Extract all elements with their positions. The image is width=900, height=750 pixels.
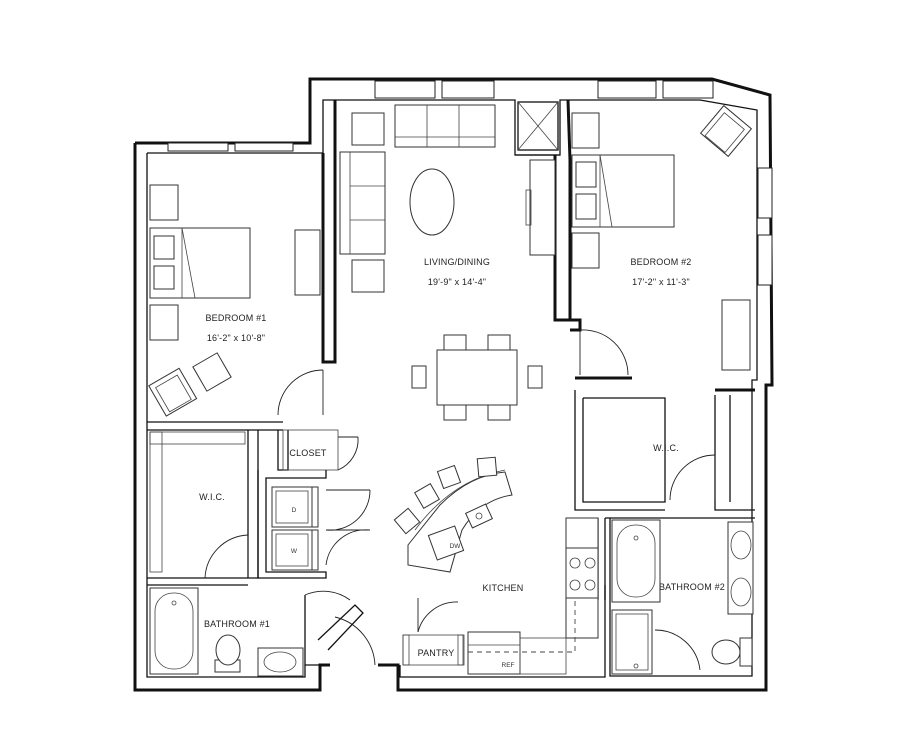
dryer-label: D: [292, 507, 297, 514]
bar-stools: [393, 456, 498, 535]
doors: [204, 329, 716, 671]
chase-box: [517, 101, 559, 151]
bedroom2-furniture: [571, 104, 753, 371]
windows: [167, 80, 773, 286]
kitchen-fixtures: DW REF: [393, 456, 599, 675]
living-room-dims: 19'-9" x 14'-4": [428, 277, 486, 287]
bedroom1-dims: 16'-2" x 10'-8": [207, 333, 265, 343]
bedroom2-dims: 17'-2" x 11'-3": [632, 277, 690, 287]
exterior-walls: [133, 77, 774, 692]
bathroom1-fixtures: [149, 587, 304, 677]
closet-name: CLOSET: [289, 448, 327, 458]
kitchen-name: KITCHEN: [483, 583, 524, 593]
bathroom2-fixtures: [611, 519, 754, 675]
bedroom1-name: BEDROOM #1: [205, 313, 266, 323]
living-room-name: LIVING/DINING: [424, 257, 490, 267]
wic1-shelves: [149, 431, 246, 573]
laundry: D W: [271, 486, 319, 571]
washer-label: W: [291, 548, 298, 555]
interior-walls: [147, 99, 755, 666]
wic2-name: W.I.C.: [653, 443, 679, 453]
bathroom2-name: BATHROOM #2: [659, 582, 725, 592]
pantry-name: PANTRY: [418, 648, 455, 658]
dishwasher-label: DW: [450, 543, 462, 550]
living-furniture: [339, 104, 556, 421]
bathroom1-name: BATHROOM #1: [204, 619, 270, 629]
refrigerator-label: REF: [502, 662, 515, 669]
bedroom2-name: BEDROOM #2: [630, 257, 691, 267]
bedroom1-furniture: [148, 184, 321, 417]
wic1-name: W.I.C.: [199, 492, 225, 502]
room-labels: LIVING/DINING 19'-9" x 14'-4" BEDROOM #1…: [199, 257, 725, 658]
